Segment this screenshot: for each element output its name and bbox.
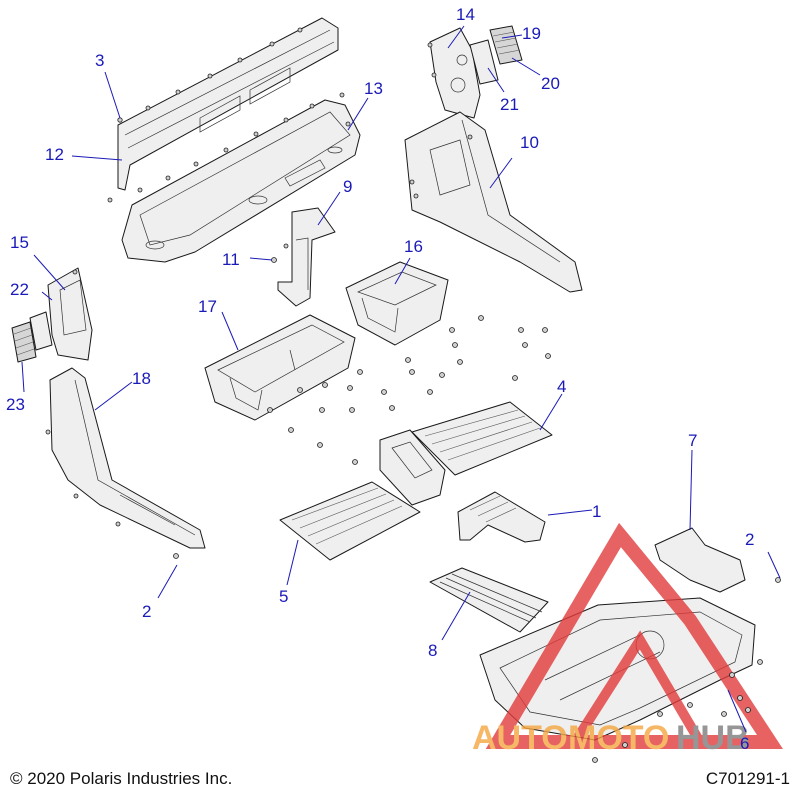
fasteners: [45, 27, 781, 763]
callout-18: 18: [132, 369, 151, 388]
callout-13: 13: [364, 79, 383, 98]
part-22-filter: [29, 311, 53, 351]
part-23-grille: [11, 321, 37, 363]
callout-labels: 1 2 2 3 4 5 6 7 8 9 10 11 12 13 14 15 16…: [6, 5, 754, 753]
leader-lines: [21, 25, 781, 733]
part-7-frame-bracket: [654, 527, 746, 593]
watermark-text-hub: HUB: [676, 719, 750, 757]
watermark-logo: AUTO MOTO HUB: [472, 522, 783, 757]
part-12-rear-panel: [117, 17, 339, 191]
watermark-text-moto: MOTO: [568, 719, 669, 757]
part-16-storage-bin: [345, 261, 449, 346]
callout-11: 11: [222, 250, 240, 269]
callout-8: 8: [428, 641, 437, 660]
part-18-left-sill: [49, 367, 206, 549]
callout-9: 9: [343, 177, 352, 196]
callout-17: 17: [198, 297, 217, 316]
callout-5: 5: [279, 587, 288, 606]
part-17-storage-bin: [204, 314, 356, 421]
part-1-footrest: [457, 491, 546, 543]
callout-10: 10: [520, 133, 539, 152]
callout-22: 22: [10, 280, 29, 299]
callout-15: 15: [10, 233, 29, 252]
drawing-number: C701291-1: [706, 769, 790, 788]
callout-23: 23: [6, 395, 25, 414]
callout-20: 20: [541, 74, 560, 93]
callout-16: 16: [404, 237, 423, 256]
callout-21: 21: [500, 95, 519, 114]
callout-2-left: 2: [142, 602, 151, 621]
callout-7: 7: [688, 431, 697, 450]
callout-4: 4: [557, 377, 566, 396]
part-15-side-panel-upper-left: [47, 267, 93, 361]
part-9-bracket: [277, 207, 336, 307]
part-8-rail-assembly: [429, 567, 549, 633]
copyright-text: © 2020 Polaris Industries Inc.: [10, 769, 232, 788]
callout-14: 14: [456, 5, 475, 24]
watermark-text-auto: AUTO: [472, 719, 568, 757]
part-4-floor-panel: [411, 401, 553, 476]
callout-6: 6: [740, 734, 749, 753]
callout-19: 19: [522, 24, 541, 43]
part-14-side-panel-upper-right: [429, 27, 481, 119]
centre-tunnel: [379, 429, 446, 506]
callout-12: 12: [45, 145, 64, 164]
part-5-floor-panel: [279, 481, 421, 561]
part-13-rear-tray: [121, 99, 361, 263]
part-20-grille: [489, 25, 523, 65]
callout-3: 3: [95, 51, 104, 70]
callout-2-right: 2: [745, 530, 754, 549]
callout-1: 1: [592, 502, 601, 521]
part-10-right-sill: [404, 111, 583, 293]
